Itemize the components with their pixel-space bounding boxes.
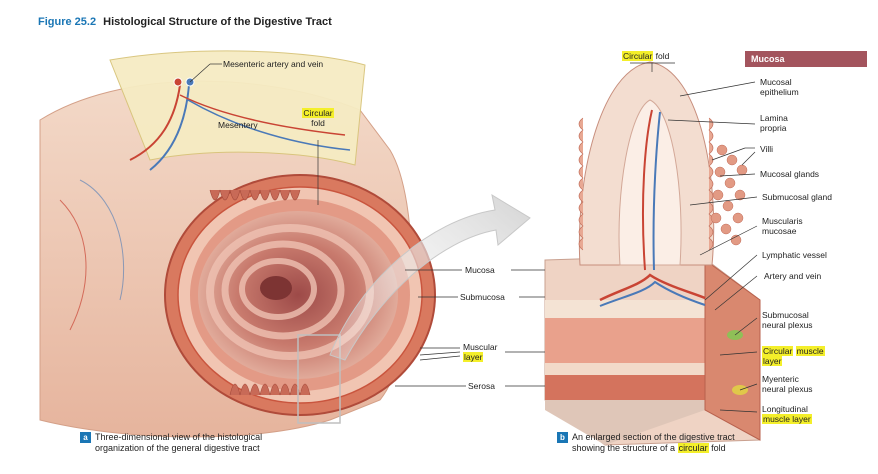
circular-muscle-label-2: muscle [795,346,825,356]
submucosa-label: Submucosa [460,292,505,302]
lamina-propria-label-2: propria [760,123,787,133]
caption-b-line2-post: fold [708,443,726,453]
mesentery-label: Mesentery [218,120,258,130]
villi-label: Villi [760,144,774,154]
mucosa-legend-box: Mucosa [745,51,867,181]
circular-fold-label-b: Circular fold [622,51,669,61]
muscular-layer-label-1: Muscular [463,342,498,352]
caption-b-badge: b [557,432,568,443]
longitudinal-muscle-label-1: Longitudinal [762,404,808,414]
figure-title-text: Histological Structure of the Digestive … [103,16,332,28]
myenteric-plexus-label-2: neural plexus [762,384,813,394]
longitudinal-muscle-label: Longitudinal muscle layer [762,404,812,424]
zoom-arrow [329,193,531,361]
myenteric-plexus-label-1: Myenteric [762,374,799,384]
mucosa-label: Mucosa [465,265,495,275]
caption-a: a Three-dimensional view of the histologi… [80,432,262,454]
enlarged-section [544,61,761,446]
mesenteric-artery-label: Mesenteric artery and vein [223,59,324,69]
lamina-propria-label: Lamina propria [760,113,788,133]
artery-vein-label: Artery and vein [764,271,822,281]
circular-fold-label-a: Circular fold [298,108,338,128]
submucosal-plexus-label-1: Submucosal [762,310,809,320]
muscular-layer-label: Muscular layer [463,342,497,362]
mucosal-epithelium-label-2: epithelium [760,87,799,97]
caption-a-line2: organization of the general digestive tr… [95,443,260,453]
caption-b-line2-hl: circular [677,443,709,453]
serosa-label: Serosa [468,381,495,391]
submucosal-plexus-label: Submucosal neural plexus [762,310,813,330]
lymphatic-vessel-label: Lymphatic vessel [762,250,827,260]
caption-a-badge: a [80,432,91,443]
submucosal-plexus-label-2: neural plexus [762,320,813,330]
submucosal-gland-label: Submucosal gland [762,192,832,202]
circular-fold-label-a-hl: Circular [302,108,334,118]
circular-fold-label-a-fold: fold [311,118,325,128]
caption-b: b An enlarged section of the digestive tr… [557,432,735,454]
circular-fold-label-b-hl: Circular [622,51,654,61]
caption-a-line1: Three-dimensional view of the histologic… [95,432,263,442]
circular-muscle-label-1: Circular [762,346,794,356]
muscularis-mucosae-label-1: Muscularis [762,216,803,226]
mucosal-glands-label: Mucosal glands [760,169,820,179]
muscularis-mucosae-label-2: mucosae [762,226,797,236]
muscular-layer-label-2: layer [463,352,484,362]
mucosal-epithelium-label-1: Mucosal [760,77,792,87]
caption-b-line2-pre: showing the structure of a [572,443,678,453]
mucosa-legend-header: Mucosa [745,51,867,67]
circular-fold-label-b-rest: fold [653,51,670,61]
tube-3d-view [39,50,436,438]
muscularis-mucosae-label: Muscularis mucosae [762,216,803,236]
lamina-propria-label-1: Lamina [760,113,788,123]
mucosal-epithelium-label: Mucosal epithelium [760,77,799,97]
figure-number: Figure 25.2 [38,16,97,28]
leader-lines [189,62,758,413]
caption-b-line1: An enlarged section of the digestive tra… [572,432,735,442]
circular-muscle-label-3: layer [762,356,783,366]
longitudinal-muscle-label-2: muscle layer [762,414,812,424]
circular-muscle-label: Circular muscle layer [762,346,825,366]
myenteric-plexus-label: Myenteric neural plexus [762,374,813,394]
figure-title: Figure 25.2 Histological Structure of th… [38,16,332,28]
